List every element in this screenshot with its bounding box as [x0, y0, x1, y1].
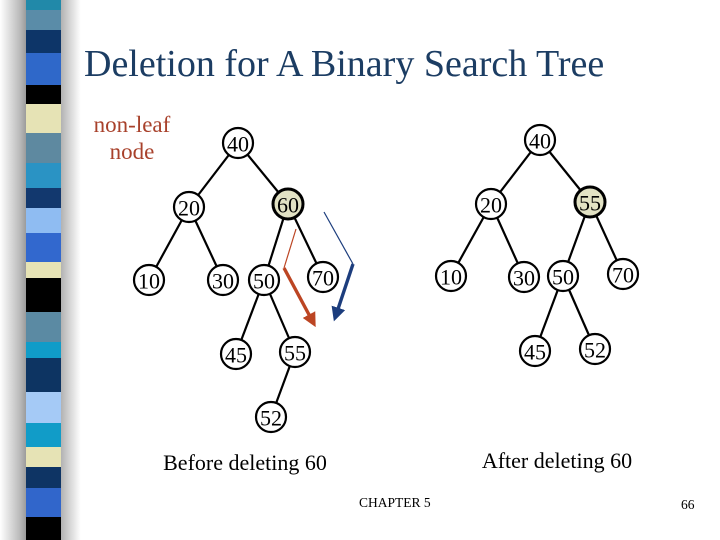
node-before-70: 70 — [306, 260, 340, 294]
node-label: 70 — [312, 266, 334, 291]
sidebar-color-block — [26, 188, 61, 208]
node-label: 50 — [253, 269, 275, 294]
node-label: 30 — [212, 269, 234, 294]
annotation-line2: node — [109, 139, 155, 164]
footer-page-number: 66 — [681, 497, 695, 512]
blue-arrow-upper-segment — [323, 211, 354, 265]
node-after-20: 20 — [474, 187, 508, 221]
node-label: 55 — [579, 191, 601, 216]
orange-arrow-icon — [282, 267, 316, 328]
node-after-30: 30 — [507, 260, 541, 294]
sidebar-color-block — [26, 392, 61, 423]
orange-arrow-upper-segment — [283, 228, 297, 269]
sidebar-color-block — [26, 133, 61, 163]
node-label: 50 — [552, 265, 574, 290]
node-after-10: 10 — [434, 259, 468, 293]
sidebar-color-block — [26, 358, 61, 392]
node-label: 20 — [480, 193, 502, 218]
node-before-45: 45 — [219, 337, 253, 371]
tree-before: 40 20 60 10 30 50 — [132, 126, 355, 434]
footer-chapter: CHAPTER 5 — [359, 495, 431, 510]
node-label: 30 — [513, 266, 535, 291]
node-label: 52 — [260, 406, 282, 431]
sidebar-color-block — [26, 312, 61, 342]
node-label: 45 — [225, 343, 247, 368]
node-label: 40 — [227, 132, 249, 157]
tree-after: 40 20 55 10 30 50 — [434, 123, 640, 368]
node-label: 60 — [277, 193, 299, 218]
node-before-30: 30 — [206, 263, 240, 297]
sidebar-color-block — [26, 233, 61, 262]
node-before-55: 55 — [278, 335, 312, 369]
node-before-50: 50 — [247, 263, 281, 297]
node-before-40: 40 — [221, 126, 255, 160]
sidebar-color-block — [26, 10, 61, 30]
replacement-arrows — [282, 211, 355, 328]
node-before-10: 10 — [132, 263, 166, 297]
node-after-52: 52 — [578, 332, 612, 366]
sidebar-color-block — [26, 278, 61, 312]
node-label: 10 — [440, 265, 462, 290]
sidebar-color-block — [26, 342, 61, 358]
sidebar-color-block — [26, 53, 61, 85]
node-after-70: 70 — [606, 257, 640, 291]
non-leaf-node-annotation: non-leaf node — [82, 111, 182, 165]
blue-arrow-icon — [331, 263, 355, 322]
sidebar-color-block — [26, 447, 61, 467]
sidebar-color-block — [26, 423, 61, 447]
node-after-50: 50 — [546, 259, 580, 293]
node-after-40: 40 — [523, 123, 557, 157]
sidebar-color-block — [26, 517, 61, 540]
node-before-52: 52 — [254, 400, 288, 434]
node-label: 45 — [524, 340, 546, 365]
sidebar-color-block — [26, 104, 61, 133]
node-label: 20 — [178, 196, 200, 221]
sidebar-color-block — [26, 488, 61, 517]
sidebar-color-block — [26, 262, 61, 278]
node-after-55-highlighted: 55 — [573, 185, 607, 219]
slide-title: Deletion for A Binary Search Tree — [84, 43, 605, 85]
tree-before-nodes: 40 20 60 10 30 50 — [132, 126, 340, 434]
node-label: 40 — [529, 129, 551, 154]
tree-after-nodes: 40 20 55 10 30 50 — [434, 123, 640, 368]
sidebar-color-block — [26, 0, 61, 10]
sidebar-color-block — [26, 467, 61, 488]
caption-before: Before deleting 60 — [163, 450, 327, 475]
node-label: 10 — [138, 269, 160, 294]
node-before-20: 20 — [172, 190, 206, 224]
node-before-60-highlighted: 60 — [271, 187, 305, 221]
sidebar-color-block — [26, 85, 61, 104]
sidebar-color-block — [26, 163, 61, 188]
sidebar-color-block — [26, 208, 61, 233]
annotation-line1: non-leaf — [93, 112, 171, 137]
sidebar-color-block — [26, 30, 61, 53]
node-label: 55 — [284, 341, 306, 366]
sidebar-color-strip — [26, 0, 61, 540]
caption-after: After deleting 60 — [481, 448, 633, 473]
node-label: 52 — [584, 338, 606, 363]
node-label: 70 — [612, 263, 634, 288]
tree-after-edges — [450, 139, 624, 352]
node-after-45: 45 — [518, 334, 552, 368]
